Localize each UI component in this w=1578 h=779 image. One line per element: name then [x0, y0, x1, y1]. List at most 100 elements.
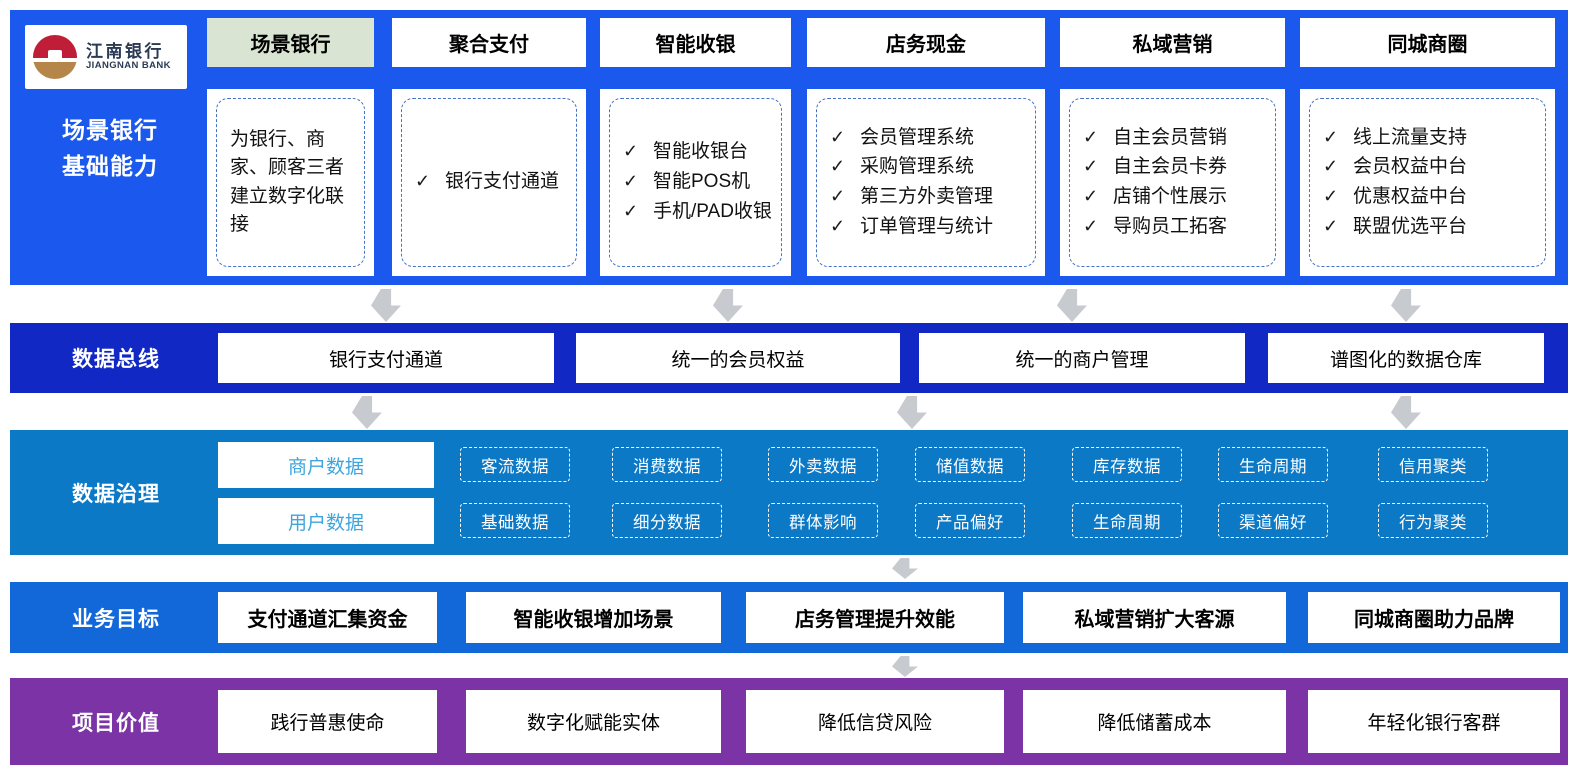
- capability-item: ✓自主会员卡券: [1083, 155, 1270, 180]
- capability-item-text: 智能收银台: [653, 141, 749, 163]
- down-arrow-icon: [1391, 396, 1421, 429]
- capability-item-text: 银行支付通道: [445, 171, 560, 193]
- capability-item-text: 第三方外卖管理: [860, 186, 994, 207]
- project-value-box: 降低储蓄成本: [1023, 690, 1286, 753]
- capability-tab: 私域营销: [1060, 18, 1285, 67]
- checkmark-icon: ✓: [1323, 126, 1339, 147]
- governance-tag: 生命周期: [1218, 447, 1328, 482]
- business-goal-box: 店务管理提升效能: [746, 592, 1004, 643]
- capability-item-text: 会员管理系统: [860, 126, 975, 148]
- checkmark-icon: ✓: [830, 215, 846, 236]
- governance-tag: 生命周期: [1072, 503, 1182, 538]
- business-goal-box: 同城商圈助力品牌: [1308, 592, 1560, 643]
- bank-logo-disc: [33, 35, 77, 79]
- checkmark-icon: ✓: [1083, 156, 1099, 177]
- capability-column-body: 为银行、商家、顾客三者建立数字化联接: [207, 89, 374, 276]
- capability-item: ✓线上流量支持: [1323, 126, 1540, 151]
- data-governance-label: 数据治理: [72, 482, 160, 506]
- capability-tab: 店务现金: [807, 18, 1045, 67]
- capability-item: ✓ 采购管理系统: [830, 155, 1030, 180]
- checkmark-icon: ✓: [1323, 215, 1339, 236]
- project-value-box: 降低信贷风险: [746, 690, 1004, 753]
- capability-column: 店务现金 ✓ 会员管理系统 ✓ 采购管理系统 ✓ 第三方外卖管理 ✓ 订单管理与统计: [807, 18, 1045, 285]
- checkmark-icon: ✓: [830, 186, 846, 206]
- capability-feature-box: 为银行、商家、顾客三者建立数字化联接: [216, 98, 365, 267]
- data-bus-box: 统一的商户管理: [919, 333, 1245, 383]
- bank-logo: 江南银行 JIANGNAN BANK: [25, 25, 187, 89]
- governance-tag: 库存数据: [1072, 447, 1182, 482]
- capability-item: ✓联盟优选平台: [1323, 215, 1540, 240]
- checkmark-icon: ✓: [830, 156, 846, 177]
- capability-item: ✓ 优惠权益中台: [1323, 185, 1540, 210]
- bank-logo-gold-half: [33, 62, 77, 79]
- capability-item: ✓ 订单管理与统计: [830, 215, 1030, 240]
- capability-column: 聚合支付 ✓ 银行支付通道: [392, 18, 586, 285]
- checkmark-icon: ✓: [415, 171, 431, 192]
- capability-column-body: ✓ 智能收银台 ✓ 智能POS机 ✓ 手机/PAD收银: [600, 89, 791, 276]
- checkmark-icon: ✓: [623, 171, 639, 192]
- data-bus-label: 数据总线: [72, 348, 160, 371]
- capability-item-text: 采购管理系统: [860, 156, 975, 178]
- business-goals-label: 业务目标: [72, 607, 160, 631]
- governance-tag: 产品偏好: [915, 503, 1025, 538]
- capability-item: ✓会员权益中台: [1323, 155, 1540, 180]
- data-bus-box: 统一的会员权益: [576, 333, 900, 383]
- bank-logo-text: 江南银行 JIANGNAN BANK: [86, 42, 171, 72]
- capability-band: 江南银行 JIANGNAN BANK 场景银行 基础能力 场景银行为银行、商家、…: [10, 10, 1568, 285]
- capability-feature-box: ✓ 银行支付通道: [401, 98, 577, 267]
- capability-item: ✓ 店铺个性展示: [1083, 185, 1270, 210]
- project-value-box: 年轻化银行客群: [1308, 690, 1560, 753]
- checkmark-icon: ✓: [1083, 186, 1099, 206]
- governance-tag: 渠道偏好: [1218, 503, 1328, 538]
- project-value-box: 践行普惠使命: [218, 690, 437, 753]
- capability-item-text: 手机/PAD收银: [653, 200, 772, 222]
- governance-tag: 群体影响: [768, 503, 878, 538]
- capability-item-text: 为银行、商家、顾客三者建立数字化联接: [230, 128, 345, 236]
- capability-tab: 同城商圈: [1300, 18, 1555, 67]
- capability-tab: 智能收银: [600, 18, 791, 67]
- capability-item-text: 订单管理与统计: [860, 215, 994, 237]
- bank-logo-red-half: [33, 35, 77, 58]
- business-goal-box: 智能收银增加场景: [466, 592, 721, 643]
- capability-tab: 聚合支付: [392, 18, 586, 67]
- data-bus-box: 银行支付通道: [218, 333, 554, 383]
- capability-item-text: 店铺个性展示: [1113, 186, 1228, 207]
- data-bus-box: 谱图化的数据仓库: [1268, 333, 1544, 383]
- bank-name-en: JIANGNAN BANK: [86, 60, 171, 72]
- down-arrow-icon: [352, 396, 382, 429]
- business-goals-band: 业务目标 支付通道汇集资金智能收银增加场景店务管理提升效能私域营销扩大客源同城商…: [10, 582, 1568, 653]
- governance-tag: 外卖数据: [768, 447, 878, 482]
- data-governance-band: 数据治理 商户数据客流数据消费数据外卖数据储值数据库存数据生命周期信用聚类用户数…: [10, 430, 1568, 555]
- checkmark-icon: ✓: [830, 126, 846, 147]
- governance-tag: 基础数据: [460, 503, 570, 538]
- checkmark-icon: ✓: [1323, 156, 1339, 177]
- down-arrow-icon: [1057, 289, 1087, 322]
- project-values-label: 项目价值: [72, 711, 160, 735]
- bank-logo-notch: [48, 49, 62, 61]
- business-goal-box: 支付通道汇集资金: [218, 592, 437, 643]
- capability-item: ✓ 第三方外卖管理: [830, 185, 1030, 210]
- capability-column-body: ✓ 会员管理系统 ✓ 采购管理系统 ✓ 第三方外卖管理 ✓ 订单管理与统计: [807, 89, 1045, 276]
- down-arrow-icon: [371, 289, 401, 322]
- down-arrow-icon: [892, 656, 918, 677]
- capability-tab: 场景银行: [207, 18, 374, 67]
- capability-feature-box: ✓线上流量支持✓会员权益中台✓优惠权益中台✓联盟优选平台: [1309, 98, 1546, 267]
- governance-tag: 细分数据: [612, 503, 722, 538]
- capability-item-text: 智能POS机: [653, 171, 751, 193]
- capability-item: ✓ 会员管理系统: [830, 126, 1030, 151]
- capability-item-text: 优惠权益中台: [1353, 186, 1468, 207]
- governance-tag: 客流数据: [460, 447, 570, 482]
- checkmark-icon: ✓: [623, 200, 639, 221]
- governance-tag: 行为聚类: [1378, 503, 1488, 538]
- capability-feature-box: ✓ 会员管理系统 ✓ 采购管理系统 ✓ 第三方外卖管理 ✓ 订单管理与统计: [816, 98, 1036, 267]
- capability-column: 同城商圈✓线上流量支持✓会员权益中台✓优惠权益中台✓联盟优选平台: [1300, 18, 1555, 285]
- down-arrow-icon: [1391, 289, 1421, 322]
- checkmark-icon: ✓: [1323, 186, 1339, 206]
- checkmark-icon: ✓: [623, 141, 639, 162]
- project-values-band: 项目价值 践行普惠使命数字化赋能实体降低信贷风险降低储蓄成本年轻化银行客群: [10, 678, 1568, 765]
- governance-tag: 储值数据: [915, 447, 1025, 482]
- capability-item: ✓ 手机/PAD收银: [623, 200, 776, 225]
- capability-item: ✓导购员工拓客: [1083, 215, 1270, 240]
- bank-name-cn: 江南银行: [86, 41, 164, 61]
